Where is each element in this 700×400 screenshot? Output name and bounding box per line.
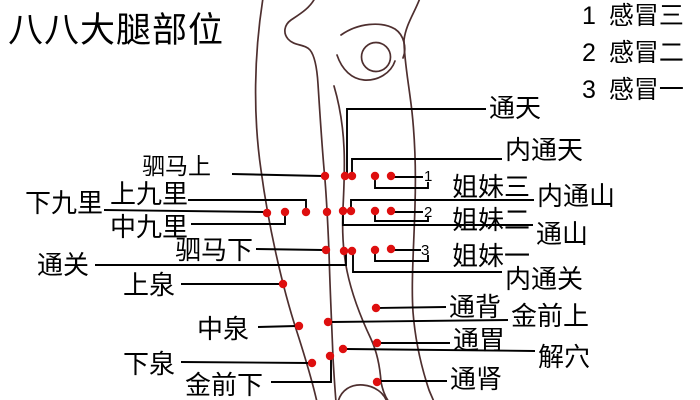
acupoint-jiemei-yi-a bbox=[370, 245, 380, 255]
point-label-jiemei-er: 姐妹二 bbox=[452, 205, 531, 235]
point-label-sima-xia: 驷马下 bbox=[175, 235, 254, 265]
acupoint-tongwei bbox=[372, 338, 382, 348]
leader-nei-tongtian bbox=[351, 158, 502, 173]
leader-tongtian bbox=[346, 108, 486, 173]
legend-label-3: 感冒一 bbox=[608, 76, 684, 104]
acupoint-jiemei-san-a bbox=[370, 171, 380, 181]
marker-2: 2 bbox=[424, 204, 433, 221]
acupoint-shang-jiuli bbox=[301, 207, 311, 217]
leader-tongbei bbox=[378, 306, 447, 309]
femoral-head bbox=[360, 41, 392, 73]
acupoint-zhong-jiuli bbox=[280, 207, 290, 217]
leader-tongshan bbox=[342, 214, 533, 226]
patella-outline bbox=[337, 384, 388, 400]
legend-row-2: 2 感冒二 bbox=[582, 41, 684, 66]
legend-row-3: 3 感冒一 bbox=[582, 78, 684, 103]
leader-jiemei-san-bracket bbox=[374, 179, 429, 189]
marker-3: 3 bbox=[421, 242, 430, 259]
acupoint-nei-tongshan bbox=[346, 206, 356, 216]
acupoint-tongshan bbox=[338, 206, 348, 216]
point-label-tongshan: 通山 bbox=[536, 219, 589, 249]
acupoint-jinqian-xia bbox=[325, 351, 335, 361]
acupoint-tongshen bbox=[372, 377, 382, 387]
acupoint-shangquan bbox=[278, 279, 288, 289]
acupoint-dots bbox=[262, 171, 396, 387]
acupoint-sima-shang bbox=[320, 171, 330, 181]
legend-num-1: 1 bbox=[582, 2, 596, 30]
point-label-sima-shang: 驷马上 bbox=[142, 153, 211, 179]
point-label-shangquan: 上泉 bbox=[123, 270, 176, 300]
leader-jiemei-yi-bracket bbox=[374, 252, 429, 262]
point-label-shang-jiuli: 上九里 bbox=[110, 179, 189, 209]
acupoint-xiaquan bbox=[307, 358, 317, 368]
acupoint-sima-xia bbox=[321, 245, 331, 255]
point-label-xia-jiuli: 下九里 bbox=[25, 188, 104, 218]
legend: 1 感冒三 2 感冒二 3 感冒一 bbox=[582, 4, 684, 115]
point-label-nei-tongtian: 内通天 bbox=[505, 135, 584, 165]
acupoint-jinqian-shang bbox=[323, 317, 333, 327]
point-label-zhongquan: 中泉 bbox=[197, 314, 250, 344]
point-label-tongguan: 通关 bbox=[37, 250, 90, 280]
acupoint-tongtian bbox=[340, 171, 350, 181]
acupoint-jiemei-san-b bbox=[386, 171, 396, 181]
leg-anatomy-drawing bbox=[254, 0, 435, 400]
thigh-outer-contour bbox=[254, 0, 318, 400]
leader-zhong-jiuli bbox=[191, 215, 286, 225]
point-label-tongwei: 通胃 bbox=[453, 325, 506, 355]
leader-shang-jiuli bbox=[188, 199, 307, 209]
point-label-jiemei-san: 姐妹三 bbox=[452, 172, 531, 202]
acupoint-jiemei-yi-b bbox=[386, 244, 396, 254]
leader-lines bbox=[95, 108, 536, 383]
leader-jinqian-shang bbox=[330, 319, 509, 323]
leader-nei-tongshan bbox=[350, 199, 534, 208]
legend-num-3: 3 bbox=[582, 76, 596, 104]
leader-jiemei-er-bracket bbox=[374, 214, 429, 222]
pelvis-upper-curve bbox=[340, 23, 406, 59]
acupoint-sima-mid bbox=[322, 207, 332, 217]
point-label-nei-tongshan: 内通山 bbox=[537, 181, 616, 211]
point-label-tongbei: 通背 bbox=[449, 292, 502, 322]
point-label-jiemei-yi: 姐妹一 bbox=[452, 241, 531, 271]
point-label-nei-tongguan: 内通关 bbox=[505, 264, 584, 294]
acupoint-tongguan bbox=[339, 246, 349, 256]
legend-row-1: 1 感冒三 bbox=[582, 4, 684, 29]
acupoint-nei-tongtian bbox=[347, 171, 357, 181]
point-label-xiaquan: 下泉 bbox=[123, 349, 176, 379]
acupoint-jiemei-er-a bbox=[370, 206, 380, 216]
page-title: 八八大腿部位 bbox=[8, 11, 225, 50]
leader-tongguan bbox=[95, 254, 347, 266]
leader-nei-tongguan bbox=[352, 254, 502, 273]
leader-xia-jiuli bbox=[103, 209, 265, 213]
point-label-jiexue: 解穴 bbox=[538, 342, 591, 372]
acupoint-jiemei-er-b bbox=[386, 206, 396, 216]
marker-1: 1 bbox=[424, 168, 433, 185]
acupoint-tongbei bbox=[371, 303, 381, 313]
leader-jiexue bbox=[345, 348, 536, 352]
point-label-jinqian-shang: 金前上 bbox=[511, 301, 590, 331]
acupoint-nei-tongguan bbox=[347, 246, 357, 256]
leader-sima-shang bbox=[231, 173, 323, 177]
acupoint-jiexue bbox=[338, 344, 348, 354]
point-label-jinqian-xia: 金前下 bbox=[185, 370, 264, 400]
leader-sima-xia bbox=[255, 248, 324, 251]
acupoint-xia-jiuli bbox=[262, 208, 272, 218]
point-label-zhong-jiuli: 中九里 bbox=[110, 212, 189, 242]
femur-trochanter-lateral-line bbox=[284, 0, 337, 400]
point-label-tongshen: 通肾 bbox=[450, 364, 503, 394]
leader-xiaquan bbox=[180, 361, 310, 364]
acupoint-zhongquan bbox=[294, 321, 304, 331]
leader-zhongquan bbox=[257, 325, 297, 328]
acetabulum-bowl bbox=[336, 54, 396, 81]
legend-label-2: 感冒二 bbox=[608, 39, 684, 67]
point-label-tongtian: 通天 bbox=[489, 93, 542, 123]
leader-jinqian-xia bbox=[271, 359, 332, 383]
legend-label-1: 感冒三 bbox=[608, 2, 684, 30]
inner-thigh-contour bbox=[403, 0, 435, 400]
legend-num-2: 2 bbox=[582, 39, 596, 67]
